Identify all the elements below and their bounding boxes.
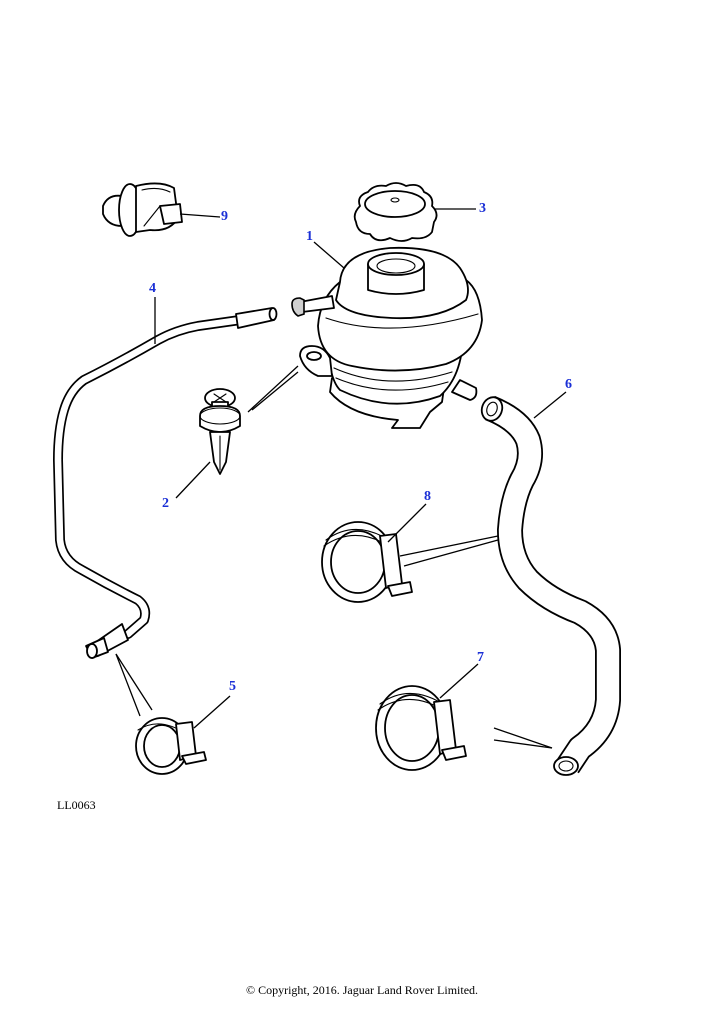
leader-5-pointer-a [115, 653, 153, 711]
reference-code: LL0063 [57, 798, 96, 812]
callout-8: 8 [424, 489, 431, 504]
part-8-hose-clamp [321, 521, 413, 603]
leader-9 [179, 213, 221, 218]
part-6-hose [480, 395, 621, 776]
leader-7-pointer-b [493, 739, 553, 749]
callout-6: 6 [565, 377, 572, 392]
part-1-expansion-tank [291, 246, 483, 429]
part-3-filler-cap [353, 182, 438, 242]
leader-1 [313, 241, 345, 269]
copyright-notice: © Copyright, 2016. Jaguar Land Rover Lim… [245, 983, 479, 997]
part-9-clip [102, 182, 183, 237]
leader-7-pointer-a [493, 727, 553, 749]
leader-8 [387, 503, 427, 543]
part-7-hose-clamp [375, 685, 467, 771]
callout-2: 2 [162, 496, 169, 511]
part-5-hose-clamp [135, 717, 207, 775]
leader-6 [533, 391, 567, 419]
callout-7: 7 [477, 650, 484, 665]
leader-7 [439, 663, 479, 699]
callout-4: 4 [149, 281, 156, 296]
leader-4-pointer-a [247, 365, 299, 413]
leader-lines [115, 208, 567, 749]
leader-8-pointer-b [403, 539, 499, 567]
leader-8-pointer-a [399, 535, 499, 557]
leader-5-pointer-b [115, 653, 141, 717]
part-2-push-rivet [199, 388, 241, 475]
leader-4-pointer-b [251, 371, 299, 411]
callout-1: 1 [306, 229, 313, 244]
callout-9: 9 [221, 209, 228, 224]
leader-5 [193, 695, 231, 729]
callout-3: 3 [479, 201, 486, 216]
part-4-pipe [53, 307, 278, 659]
leader-2 [175, 461, 211, 499]
callout-5: 5 [229, 679, 236, 694]
